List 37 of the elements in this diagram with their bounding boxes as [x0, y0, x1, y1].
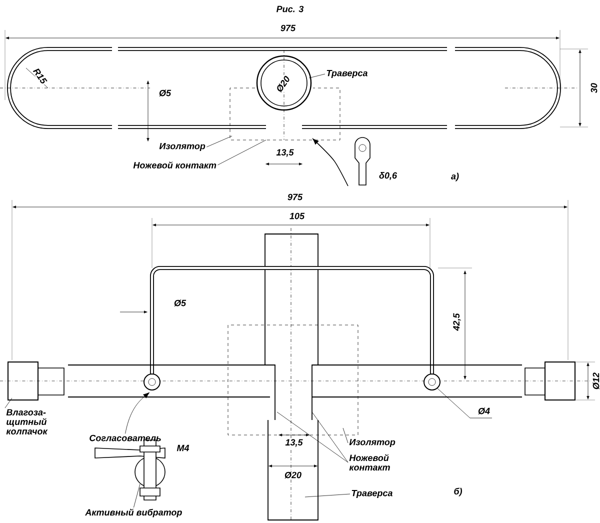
leader-line [342, 428, 348, 444]
callout-label: Траверса [326, 70, 368, 78]
leader-line [276, 412, 348, 463]
dimension-text: 13,5 [284, 438, 304, 448]
dimension-text: б) [452, 486, 464, 498]
callout-label: Изолятор [349, 438, 396, 448]
dimension-text: 13,5 [275, 148, 295, 158]
dimension-text: R15 [31, 66, 49, 86]
leader-line [4, 398, 12, 408]
figure-title: Рис. 3 [276, 6, 304, 12]
callout-label: Влагоза-щитный колпачок [6, 409, 48, 434]
callout-label: Ножевой контакт [349, 454, 390, 471]
leader-line [312, 412, 348, 463]
dimension-text: Ø5 [173, 298, 187, 308]
dimension-text: Ø12 [592, 372, 600, 390]
leader-line [206, 136, 232, 148]
callout-label: Активный вибратор [85, 508, 182, 518]
leader-line [304, 494, 350, 498]
callout-label: Согласователь [90, 434, 161, 442]
dimension-text: Ø5 [158, 88, 172, 98]
dimension-text: Ø4 [477, 406, 491, 416]
dimension-text: 30 [590, 82, 598, 94]
dimension-text: 42,5 [452, 312, 462, 332]
dimension-text: δ0,6 [378, 171, 398, 181]
callout-label: Изолятор [159, 142, 206, 152]
dimension-text: Ø20 [284, 470, 302, 480]
leader-line [125, 392, 150, 434]
dimension-text: 105 [288, 212, 306, 220]
leader-line [308, 74, 326, 78]
leader-line [218, 140, 266, 166]
dimension-text: а) [450, 172, 460, 182]
dimension-text: 975 [286, 192, 304, 202]
dimension-text: 975 [280, 24, 296, 32]
callout-label: Ножевой контакт [133, 162, 216, 168]
callout-label: Траверса [352, 490, 392, 498]
dimension-text: М4 [176, 444, 190, 452]
leader-line [134, 484, 140, 508]
